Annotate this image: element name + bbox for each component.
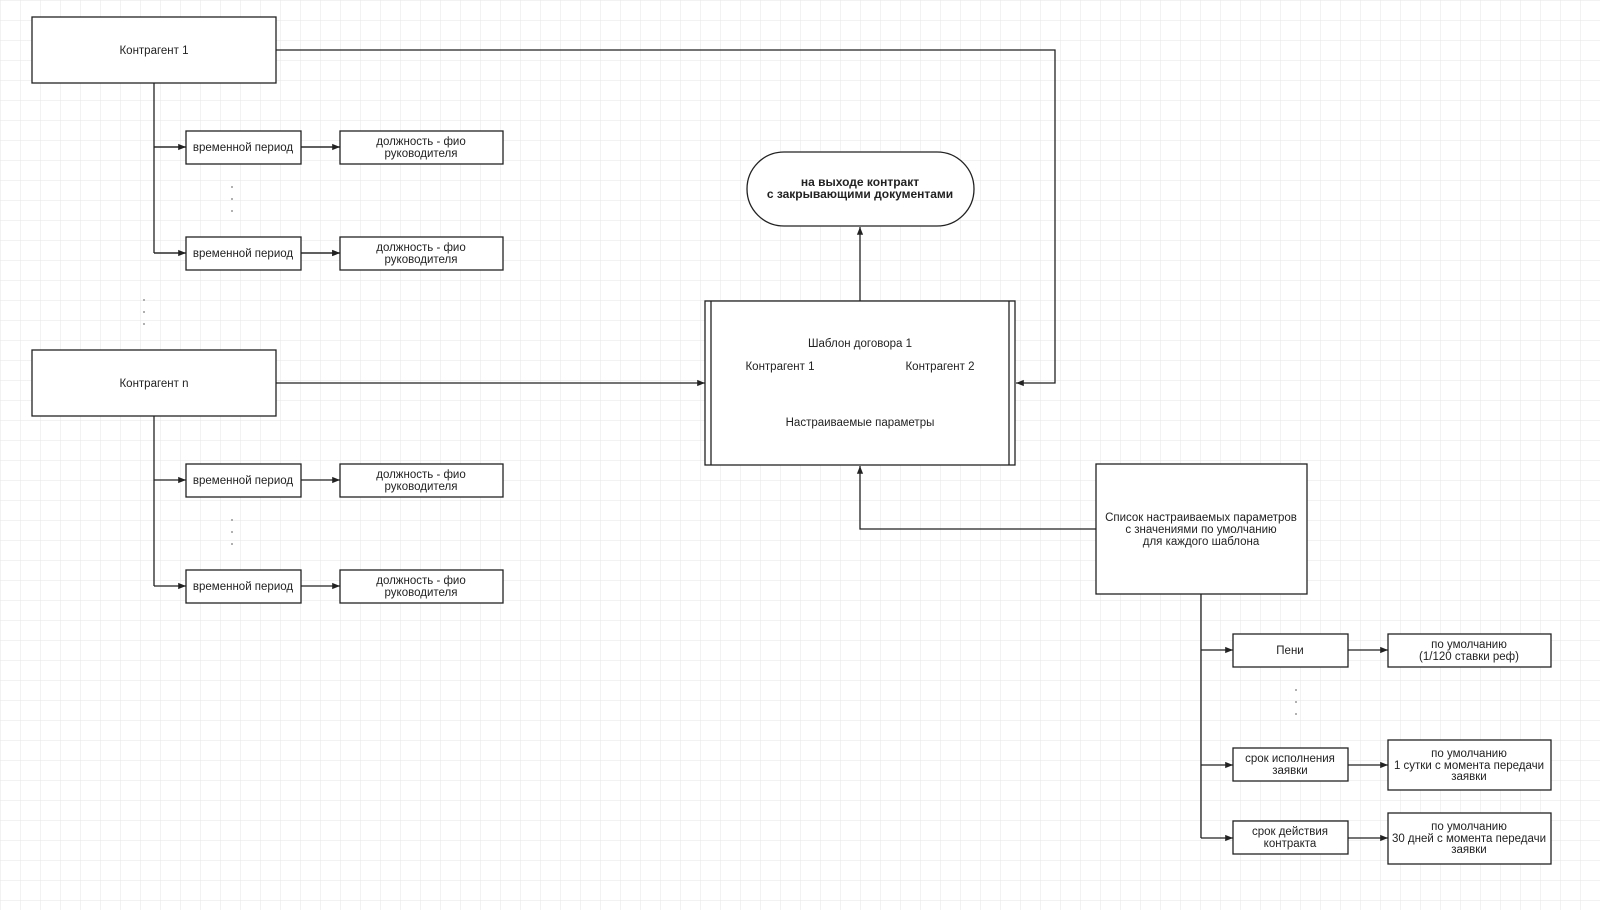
position-label: руководителя	[385, 254, 458, 266]
period-label: временной период	[193, 475, 294, 487]
position-label: руководителя	[385, 481, 458, 493]
counterparty-n-label: Контрагент n	[119, 378, 188, 390]
output-terminator[interactable]: на выходе контракт с закрывающими докуме…	[746, 151, 975, 227]
param-list-label: для каждого шаблона	[1143, 536, 1260, 548]
position-label: должность - фио	[376, 469, 466, 481]
period-node[interactable]: временной период	[185, 463, 302, 498]
param-node-peni[interactable]: Пени	[1232, 633, 1349, 668]
param-name: Пени	[1276, 645, 1303, 657]
connectors	[153, 49, 1388, 842]
period-node[interactable]: временной период	[185, 130, 302, 165]
param-name: срок действия	[1252, 826, 1328, 838]
output-label: с закрывающими документами	[767, 187, 953, 201]
template-party-2: Контрагент 2	[905, 361, 974, 373]
param-list-label: Список настраиваемых параметров	[1105, 512, 1297, 524]
param-default: по умолчанию	[1431, 639, 1507, 651]
output-label: на выходе контракт	[801, 175, 919, 189]
position-label: руководителя	[385, 148, 458, 160]
ellipsis-dots	[143, 186, 1297, 715]
param-default: по умолчанию	[1431, 821, 1507, 833]
template-title: Шаблон договора 1	[808, 338, 912, 350]
period-label: временной период	[193, 142, 294, 154]
period-label: временной период	[193, 248, 294, 260]
period-node[interactable]: временной период	[185, 569, 302, 604]
param-default-node[interactable]: по умолчанию(1/120 ставки реф)	[1387, 633, 1552, 668]
period-label: временной период	[193, 581, 294, 593]
position-label: должность - фио	[376, 575, 466, 587]
position-label: должность - фио	[376, 136, 466, 148]
param-list-node[interactable]: Список настраиваемых параметров с значен…	[1095, 463, 1308, 595]
template-params: Настраиваемые параметры	[786, 417, 935, 429]
param-name: заявки	[1272, 765, 1307, 777]
param-list-label: с значениями по умолчанию	[1125, 524, 1277, 536]
param-default: (1/120 ставки реф)	[1419, 651, 1519, 663]
param-default: по умолчанию	[1431, 748, 1507, 760]
param-default: заявки	[1451, 771, 1486, 783]
param-default: заявки	[1451, 844, 1486, 856]
period-node[interactable]: временной период	[185, 236, 302, 271]
contract-template-node[interactable]: Шаблон договора 1 Контрагент 1 Контраген…	[704, 300, 1016, 466]
counterparty-1-node[interactable]: Контрагент 1	[31, 16, 277, 84]
param-name: срок исполнения	[1245, 753, 1335, 765]
counterparty-n-node[interactable]: Контрагент n	[31, 349, 277, 417]
position-label: должность - фио	[376, 242, 466, 254]
template-party-1: Контрагент 1	[745, 361, 814, 373]
param-name: контракта	[1264, 838, 1317, 850]
param-default: 30 дней с момента передачи	[1392, 833, 1546, 845]
param-default: 1 сутки с момента передачи	[1394, 760, 1544, 772]
position-label: руководителя	[385, 587, 458, 599]
counterparty-1-label: Контрагент 1	[119, 45, 188, 57]
